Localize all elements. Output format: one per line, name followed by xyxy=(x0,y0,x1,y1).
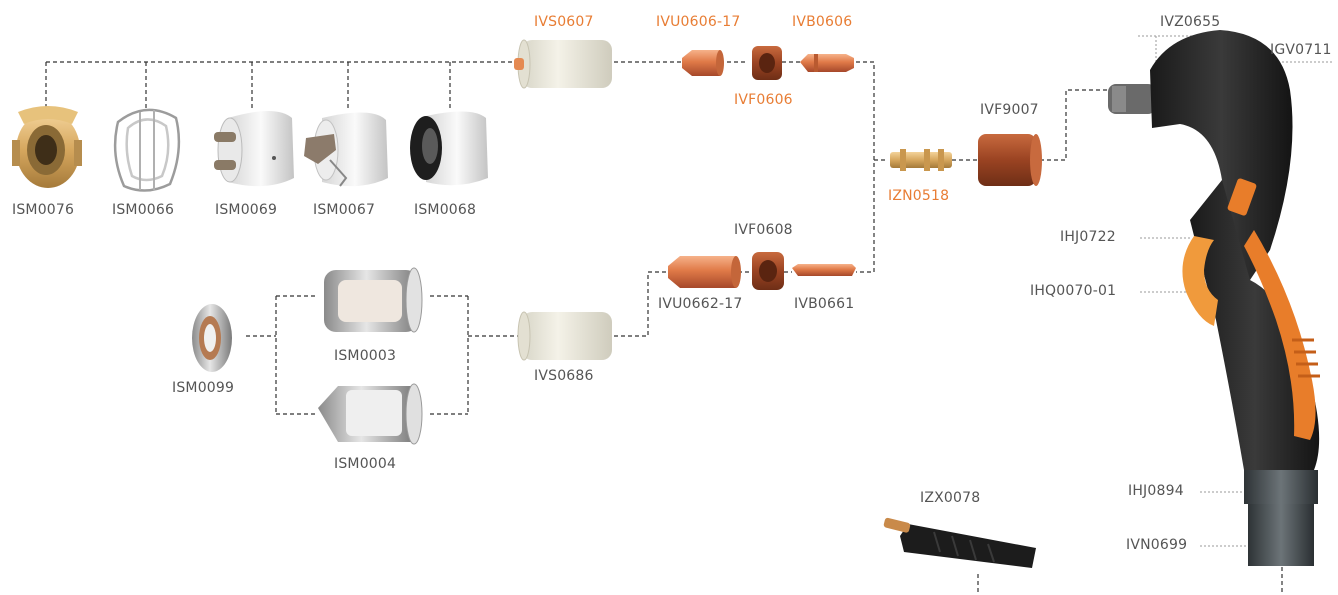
label-ivf9007: IVF9007 xyxy=(980,102,1039,118)
connector-top-chain-drop xyxy=(856,62,874,272)
label-ivu0606-17: IVU0606-17 xyxy=(656,14,740,30)
label-ivu0662-17: IVU0662-17 xyxy=(658,296,742,312)
connector-shields-ivs0686 xyxy=(430,296,520,414)
part-ivs0686-image[interactable] xyxy=(518,312,612,360)
label-ivs0607: IVS0607 xyxy=(534,14,594,30)
part-ivu0662-image[interactable] xyxy=(668,256,741,288)
part-ism0099-image[interactable] xyxy=(192,304,232,372)
label-ihq0070-01: IHQ0070-01 xyxy=(1030,283,1116,299)
label-ism0076: ISM0076 xyxy=(12,202,74,218)
label-izn0518: IZN0518 xyxy=(888,188,949,204)
part-ivb0606-image[interactable] xyxy=(800,54,854,72)
label-ism0003: ISM0003 xyxy=(334,348,396,364)
label-ism0066: ISM0066 xyxy=(112,202,174,218)
label-ism0069: ISM0069 xyxy=(215,202,277,218)
label-ihj0894: IHJ0894 xyxy=(1128,483,1184,499)
label-ivn0699: IVN0699 xyxy=(1126,537,1187,553)
part-ism0004-image[interactable] xyxy=(318,384,422,444)
label-igv0711: IGV0711 xyxy=(1270,42,1332,58)
part-ism0066-image[interactable] xyxy=(115,110,179,191)
part-ism0076-image[interactable] xyxy=(12,106,82,188)
part-ivf0608-image[interactable] xyxy=(752,252,784,290)
label-ivf0608: IVF0608 xyxy=(734,222,793,238)
label-izx0078: IZX0078 xyxy=(920,490,980,506)
part-ivf0606-image[interactable] xyxy=(752,46,782,80)
connector-ism0099-shields xyxy=(246,296,318,414)
connector-ivf9007-torch xyxy=(1040,90,1108,160)
label-ivb0606: IVB0606 xyxy=(792,14,852,30)
part-ivb0661-image[interactable] xyxy=(792,264,856,276)
label-ihj0722: IHJ0722 xyxy=(1060,229,1116,245)
label-ivs0686: IVS0686 xyxy=(534,368,594,384)
label-ism0004: ISM0004 xyxy=(334,456,396,472)
part-izn0518-image[interactable] xyxy=(890,149,952,171)
label-ivf0606: IVF0606 xyxy=(734,92,793,108)
part-ivu0606-image[interactable] xyxy=(682,50,724,76)
label-ivz0655: IVZ0655 xyxy=(1160,14,1220,30)
part-ism0067-image[interactable] xyxy=(304,112,388,186)
label-ism0099: ISM0099 xyxy=(172,380,234,396)
part-ism0003-image[interactable] xyxy=(324,268,422,332)
part-ivs0607-image[interactable] xyxy=(514,40,612,88)
label-ism0067: ISM0067 xyxy=(313,202,375,218)
label-ism0068: ISM0068 xyxy=(414,202,476,218)
part-ism0068-image[interactable] xyxy=(410,111,488,185)
part-ism0069-image[interactable] xyxy=(214,111,294,186)
part-ivf9007-image[interactable] xyxy=(978,134,1042,186)
label-ivb0661: IVB0661 xyxy=(794,296,854,312)
part-izx0078-image[interactable] xyxy=(883,517,1036,568)
